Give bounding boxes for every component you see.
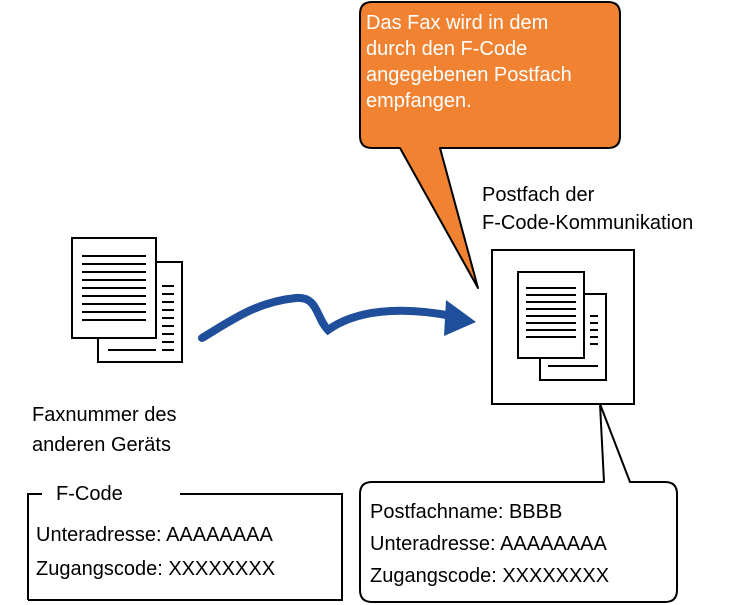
callout-line: durch den F-Code [366,38,528,60]
mailbox-documents-icon [517,271,607,381]
fcode-subaddress: Unteradresse: AAAAAAAA [36,524,273,546]
sender-fax-label: Faxnummer des anderen Geräts [32,400,177,460]
mailbox-label-line: F-Code-Kommunikation [482,212,694,234]
fcode-box-frame [27,493,343,601]
mailbox-info-bubble [359,403,678,603]
speech-callout [359,1,621,289]
mailbox-label-line: Postfach der [482,184,595,206]
callout-line: empfangen. [366,90,472,112]
fcode-details: Unteradresse: AAAAAAAA Zugangscode: XXXX… [36,518,275,586]
callout-text: Das Fax wird in dem durch den F-Code ang… [366,10,572,114]
arrow-head [444,300,476,336]
sender-label-line: anderen Geräts [32,434,171,456]
callout-line: angegebenen Postfach [366,64,572,86]
mailbox-label: Postfach der F-Code-Kommunikation [482,181,693,237]
sender-label-line: Faxnummer des [32,404,177,426]
fcode-access-code: Zugangscode: XXXXXXXX [36,558,276,580]
mailbox-name: Postfachname: BBBB [370,501,563,523]
mailbox-subaddress: Unteradresse: AAAAAAAA [370,533,607,555]
transmission-arrow [198,293,456,342]
sender-documents-icon [71,237,183,363]
mailbox-access-code: Zugangscode: XXXXXXXX [370,565,610,587]
callout-line: Das Fax wird in dem [366,12,549,34]
mailbox-info-text: Postfachname: BBBB Unteradresse: AAAAAAA… [370,496,609,592]
fcode-title: F-Code [56,483,123,505]
